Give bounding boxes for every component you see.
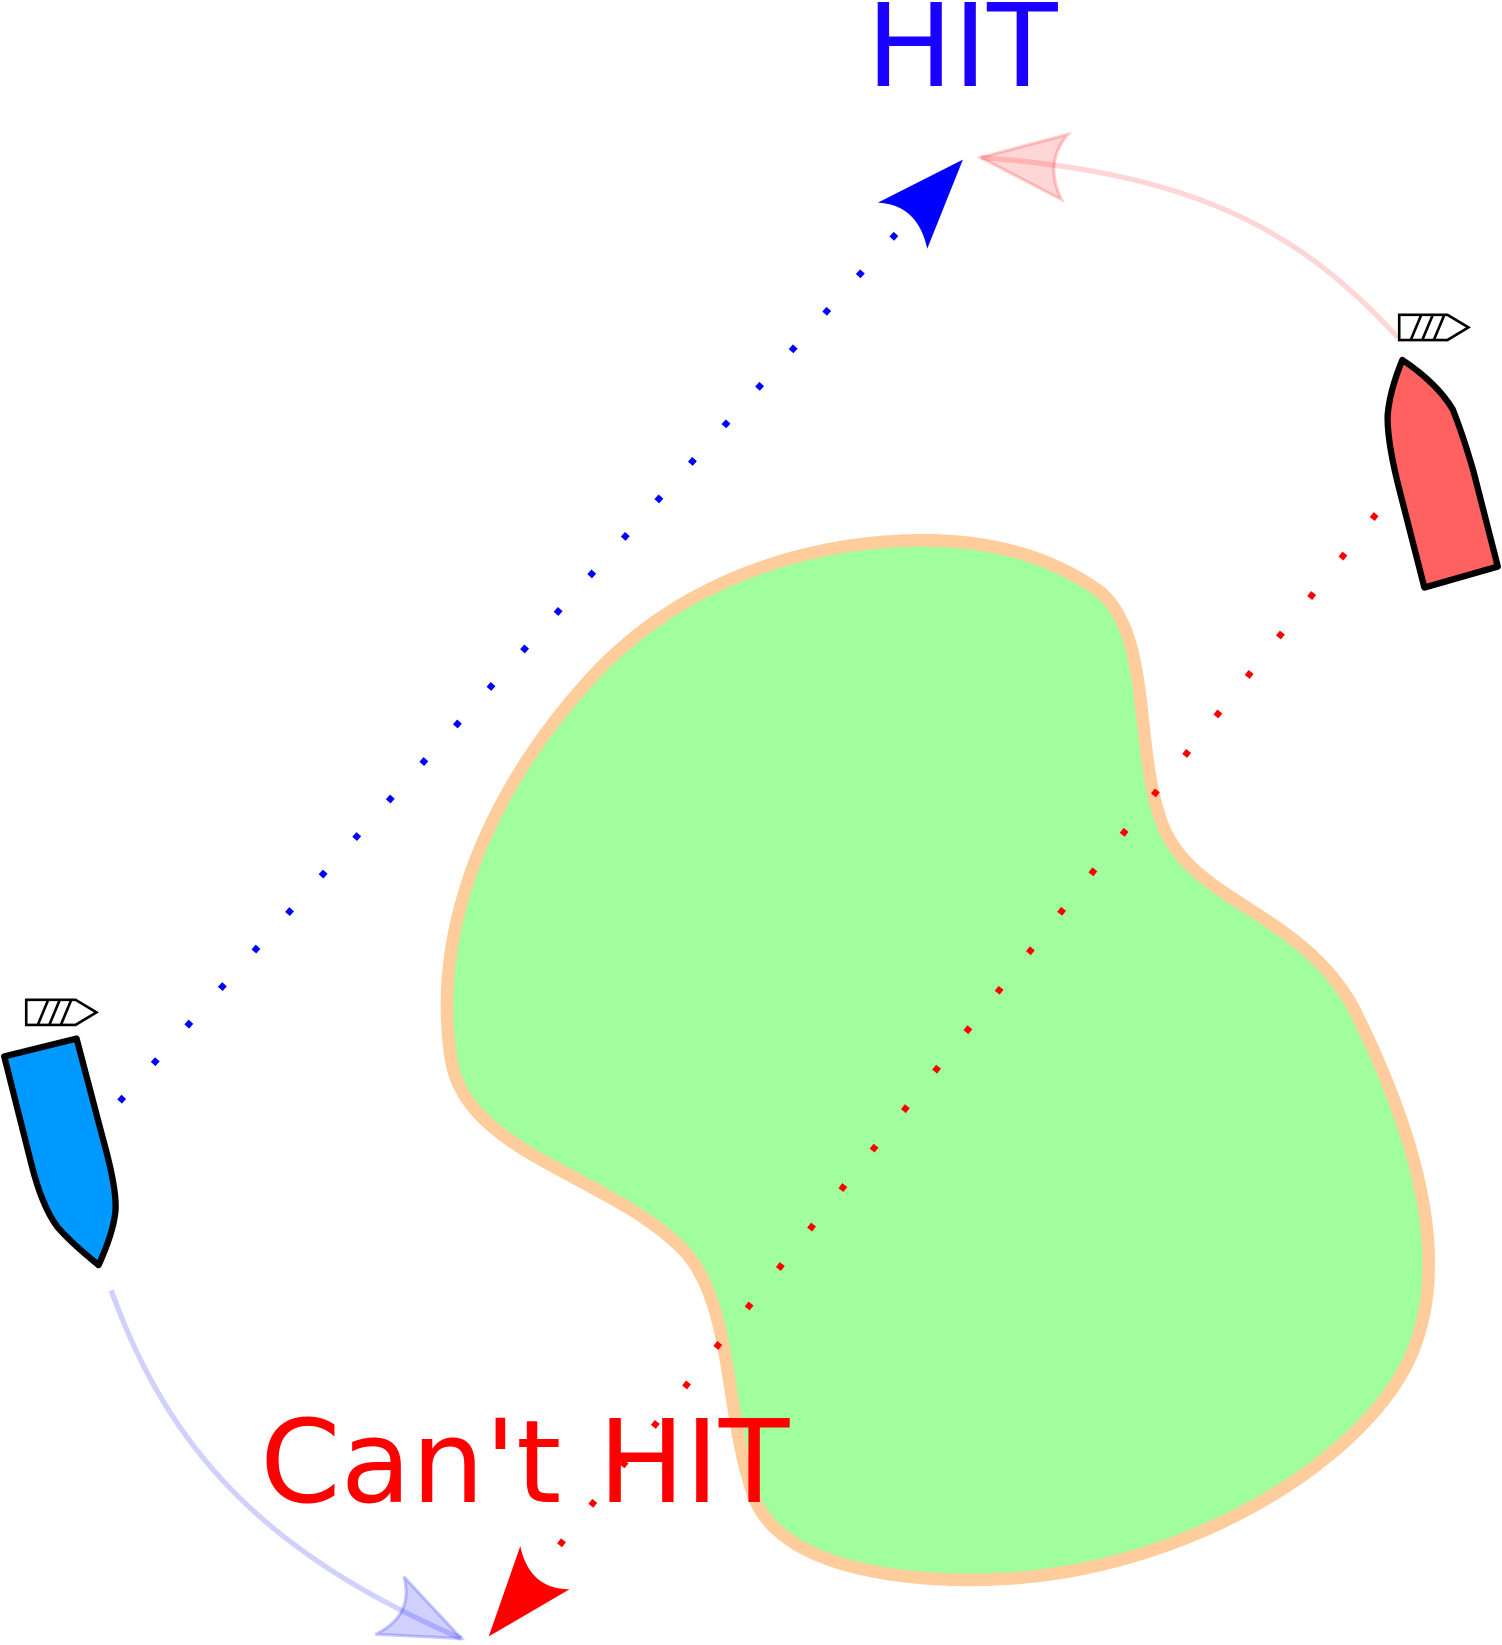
island-obstacle xyxy=(440,534,1436,1587)
blue-move-arrow-icon xyxy=(374,1575,466,1641)
speed-flag-icon xyxy=(24,998,100,1027)
hit-label: HIT xyxy=(866,0,1058,114)
red-move-arrow-icon xyxy=(976,131,1073,204)
red-move-path xyxy=(980,154,1401,340)
red-line-of-fire xyxy=(555,512,1379,1550)
red-ship-icon xyxy=(1384,356,1501,591)
cant-hit-label: Can't HIT xyxy=(260,1396,790,1530)
blue-move-path xyxy=(108,1289,463,1641)
red-target-arrow-icon xyxy=(488,1546,570,1637)
blue-ship-icon xyxy=(1,1035,119,1269)
speed-flag-icon xyxy=(1397,313,1471,342)
blue-target-arrow-icon xyxy=(877,159,963,249)
